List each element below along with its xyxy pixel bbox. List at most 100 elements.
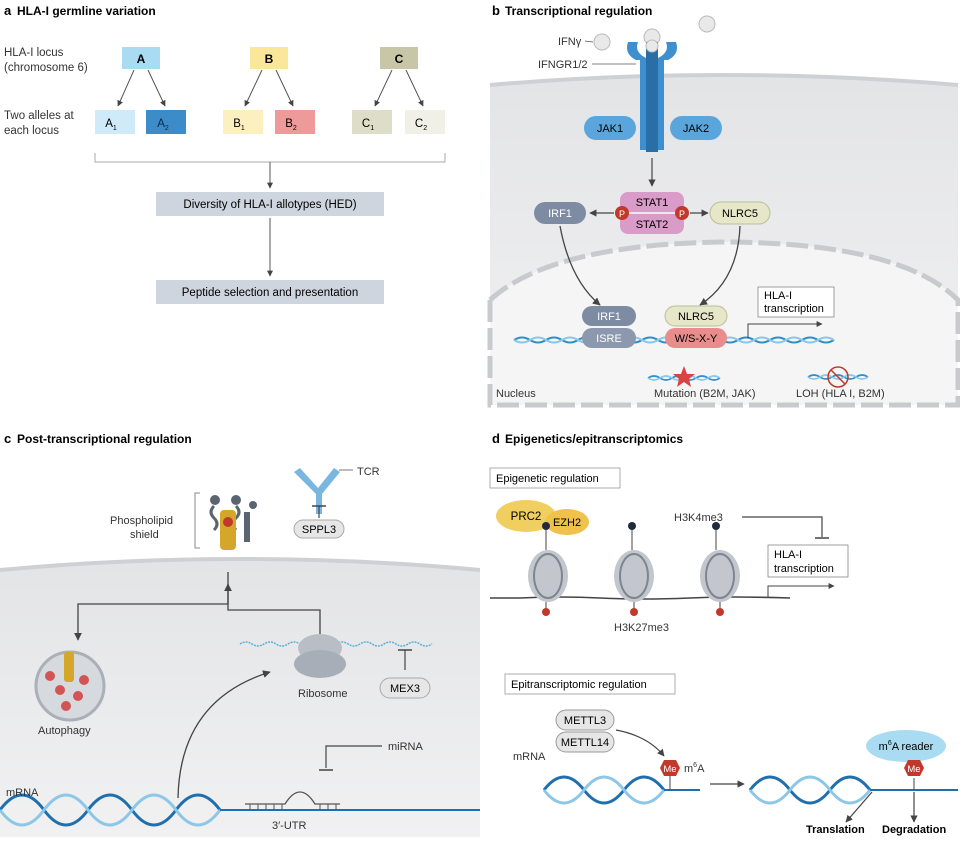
svg-text:HLA-I: HLA-I: [764, 290, 792, 302]
presentation-box: [156, 280, 384, 304]
tcr-label: TCR: [357, 466, 380, 478]
nlrc5: [709, 201, 771, 225]
mrna-label-d: mRNA: [513, 751, 546, 763]
mex3: [379, 677, 431, 699]
ifngr-receptor: [627, 39, 677, 152]
svg-text:JAK2: JAK2: [683, 123, 709, 135]
svg-text:IRF1: IRF1: [597, 311, 621, 323]
prc2: [496, 500, 556, 532]
allele-b1: B1: [233, 118, 245, 132]
nucleosome-3: [700, 522, 740, 616]
wsxy-motif: [665, 328, 727, 348]
svg-text:transcription: transcription: [774, 563, 834, 575]
svg-text:EZH2: EZH2: [553, 517, 581, 529]
nucleus-label: Nucleus: [496, 388, 536, 400]
svg-text:JAK1: JAK1: [597, 123, 623, 135]
allele-c2: C2: [415, 118, 427, 132]
locus-a-label: A: [137, 52, 146, 66]
svg-text:Me: Me: [663, 764, 676, 775]
sppl3: [293, 519, 345, 539]
irf1: [534, 202, 586, 224]
allele-a1-box: [95, 110, 135, 134]
panel-c-letter: c: [4, 431, 11, 446]
svg-text:transcription: transcription: [764, 303, 824, 315]
alleles-label-2: each locus: [4, 125, 59, 137]
mutation-label: Mutation (B2M, JAK): [654, 388, 755, 400]
svg-text:Me: Me: [907, 764, 920, 775]
svg-text:MEX3: MEX3: [390, 683, 420, 695]
svg-text:SPPL3: SPPL3: [302, 524, 336, 536]
allele-c1: C1: [362, 118, 374, 132]
panel-d-title: Epigenetics/epitranscriptomics: [505, 432, 683, 446]
svg-text:Epitranscriptomic regulation: Epitranscriptomic regulation: [511, 679, 647, 691]
allele-b2-box: [275, 110, 315, 134]
nlrc5-nuclear: [664, 305, 728, 327]
panel-c: c Post-transcriptional regulation TCR SP…: [0, 431, 481, 837]
svg-text:P: P: [679, 209, 685, 219]
hla-transcription-box: [757, 286, 835, 318]
h3k27-label: H3K27me3: [614, 622, 669, 634]
panel-d: d Epigenetics/epitranscriptomics Epigene…: [489, 431, 958, 836]
panel-b: b Transcriptional regulation IFNγ IFNGR1…: [487, 3, 960, 408]
allele-a1: A1: [105, 118, 117, 132]
isre: [582, 328, 636, 348]
utr-mirna-duplex: [245, 791, 340, 810]
panel-d-letter: d: [492, 431, 500, 446]
svg-text:HLA-I: HLA-I: [774, 549, 802, 561]
svg-text:STAT2: STAT2: [636, 219, 669, 231]
allele-a2: A2: [157, 118, 169, 132]
mrna-label: mRNA: [6, 787, 39, 799]
nucleosome-2: [614, 522, 654, 616]
tcr-icon: [294, 468, 340, 514]
allele-b2: B2: [285, 118, 297, 132]
panel-b-letter: b: [492, 3, 500, 18]
panel-a: a HLA-I germline variation HLA-I locus (…: [4, 3, 446, 304]
phospho-right: [675, 206, 689, 220]
svg-text:NLRC5: NLRC5: [722, 208, 758, 220]
locus-b-label: B: [265, 52, 274, 66]
epitranscriptomic-title-box: [504, 673, 676, 695]
phospho-left: [615, 206, 629, 220]
ifngr-label: IFNGR1/2: [538, 59, 588, 71]
mettl14: [555, 731, 615, 753]
m6a-label: m6A: [684, 762, 705, 775]
alleles-label: Two alleles at: [4, 110, 74, 122]
allele-b1-box: [223, 110, 263, 134]
mutation-star-icon: [673, 366, 695, 387]
svg-text:Epigenetic regulation: Epigenetic regulation: [496, 473, 599, 485]
panel-b-title: Transcriptional regulation: [505, 4, 652, 18]
locus-a-box: [122, 47, 160, 69]
cell-c: [0, 559, 480, 837]
irf1-nuclear: [582, 306, 636, 326]
mirna-label: miRNA: [388, 741, 423, 753]
svg-text:W/S-X-Y: W/S-X-Y: [675, 333, 718, 345]
h3k4-label: H3K4me3: [674, 512, 723, 524]
ribosome-label: Ribosome: [298, 688, 348, 700]
svg-text:shield: shield: [130, 529, 159, 541]
locus-b-box: [250, 47, 288, 69]
panel-a-title: HLA-I germline variation: [17, 4, 156, 18]
loh-prohibition-icon: [827, 366, 849, 388]
panel-c-title: Post-transcriptional regulation: [17, 432, 192, 446]
mettl3: [555, 709, 615, 731]
svg-text:PRC2: PRC2: [511, 511, 542, 523]
svg-text:NLRC5: NLRC5: [678, 311, 714, 323]
jak2: [670, 116, 722, 140]
locus-c-label: C: [395, 52, 404, 66]
m6a-reader: [866, 730, 946, 762]
svg-text:P: P: [619, 209, 625, 219]
shield-label: Phospholipid: [110, 515, 173, 527]
svg-text:ISRE: ISRE: [596, 333, 622, 345]
me-mark-left: [660, 760, 680, 776]
mrna-left: [542, 775, 666, 805]
hed-box: [156, 192, 384, 216]
me-mark-right: [904, 760, 924, 776]
svg-text:METTL3: METTL3: [564, 715, 606, 727]
stat2: [620, 214, 684, 234]
ifng-ball: [593, 33, 611, 51]
svg-text:METTL14: METTL14: [561, 737, 609, 749]
allele-c2-box: [405, 110, 445, 134]
translation-label: Translation: [806, 824, 865, 836]
autophagy-label: Autophagy: [38, 725, 91, 737]
